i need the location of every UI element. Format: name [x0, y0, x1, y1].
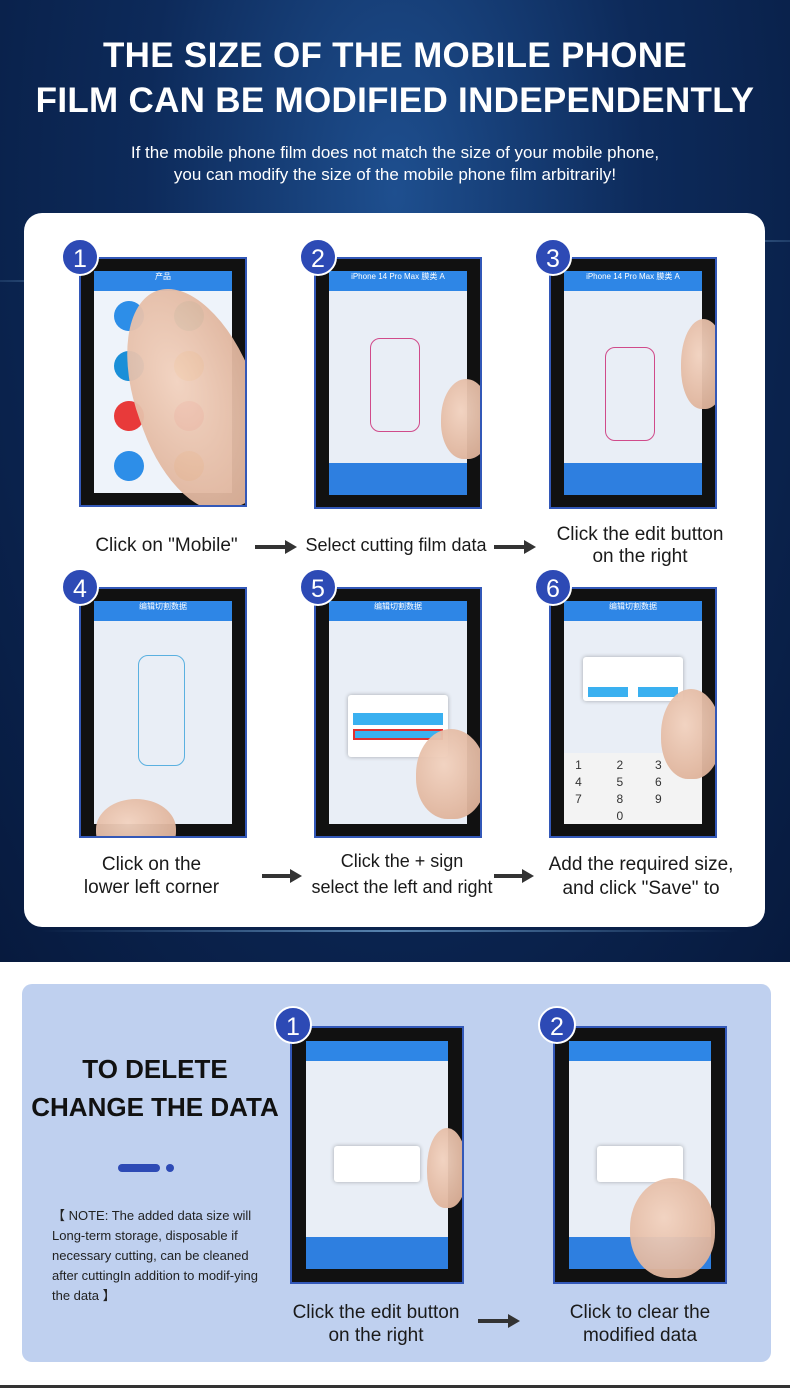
app-title-bar: iPhone 14 Pro Max 膜类 A	[329, 271, 467, 292]
step4-caption-line2: lower left corner	[83, 877, 220, 898]
hand-image	[427, 1128, 462, 1208]
page-subtitle-line1: If the mobile phone film does not match …	[130, 143, 660, 162]
key-7[interactable]: 7	[575, 792, 582, 807]
bottom-toolbar	[564, 463, 702, 495]
page-title-line1: THE SIZE OF THE MOBILE PHONE	[103, 36, 687, 75]
delete-step2-screenshot	[553, 1026, 727, 1284]
step-number-badge: 4	[61, 568, 99, 606]
cancel-button[interactable]	[588, 687, 628, 697]
key-8[interactable]: 8	[616, 792, 624, 807]
film-outline	[605, 347, 655, 441]
step-number-badge: 5	[299, 568, 337, 606]
step5-caption-line1: Click the + sign	[340, 851, 464, 871]
step3-caption-line1: Click the edit button	[556, 524, 724, 545]
step6-caption-line2: and click "Save" to	[562, 878, 720, 899]
delete-data-section: TO DELETE CHANGE THE DATA 【 NOTE: The ad…	[22, 984, 771, 1362]
hand-image	[416, 729, 480, 819]
arrow-right-icon	[494, 540, 536, 554]
edit-dialog	[334, 1145, 420, 1183]
hand-image	[661, 689, 715, 779]
arrow-right-icon	[494, 869, 534, 883]
app-title-bar: 编辑切割数据	[564, 601, 702, 622]
film-outline	[370, 338, 420, 433]
steps-card: 产品 1 iPhone 14 Pro Max 膜类 A 2 iPhone 14 …	[24, 213, 765, 927]
page-subtitle-line2: you can modify the size of the mobile ph…	[173, 165, 617, 184]
step-number-badge: 1	[274, 1006, 312, 1044]
clear-dialog	[597, 1145, 683, 1183]
app-title-bar: 产品	[94, 271, 232, 292]
arrow-right-icon	[255, 540, 297, 554]
light-streak	[40, 930, 740, 932]
delete-step2-caption-line2: modified data	[582, 1325, 698, 1346]
step-number-badge: 1	[61, 238, 99, 276]
bottom-toolbar	[329, 463, 467, 495]
step1-screenshot: 产品	[79, 257, 247, 507]
size-input-dialog	[583, 656, 683, 702]
key-6[interactable]: 6	[655, 775, 662, 790]
step6-caption-line1: Add the required size,	[548, 854, 734, 875]
note-text: 【 NOTE: The added data size will Long-te…	[52, 1208, 258, 1303]
hand-image	[441, 379, 480, 459]
step2-caption: Select cutting film data	[305, 535, 487, 555]
key-2[interactable]: 2	[616, 758, 624, 773]
delete-step1-screenshot	[290, 1026, 464, 1284]
key-3[interactable]: 3	[655, 758, 662, 773]
delete-step2-caption-line1: Click to clear the	[569, 1302, 711, 1323]
film-outline	[138, 654, 186, 766]
footer-divider	[0, 1385, 790, 1388]
delete-step1-caption-line2: on the right	[328, 1325, 424, 1346]
step2-screenshot: iPhone 14 Pro Max 膜类 A	[314, 257, 482, 509]
section-title-line2: CHANGE THE DATA	[31, 1092, 279, 1122]
app-title-bar: iPhone 14 Pro Max 膜类 A	[564, 271, 702, 292]
step3-screenshot: iPhone 14 Pro Max 膜类 A	[549, 257, 717, 509]
section-title-line1: TO DELETE	[82, 1054, 228, 1084]
hand-image	[630, 1178, 715, 1278]
step6-screenshot: 编辑切割数据 1 2 3 4 5 6 7 8 9 0	[549, 587, 717, 838]
bottom-toolbar	[305, 1237, 449, 1270]
step1-caption: Click on "Mobile"	[95, 535, 238, 556]
step5-screenshot: 编辑切割数据	[314, 587, 482, 838]
step-number-badge: 6	[534, 568, 572, 606]
step-number-badge: 3	[534, 238, 572, 276]
other-category-icon	[114, 451, 145, 482]
step-number-badge: 2	[538, 1006, 576, 1044]
arrow-right-icon	[262, 869, 302, 883]
key-4[interactable]: 4	[575, 775, 582, 790]
delete-step1-caption-line1: Click the edit button	[292, 1302, 460, 1323]
step4-screenshot: 编辑切割数据	[79, 587, 247, 838]
app-title-bar: 编辑切割数据	[329, 601, 467, 622]
key-5[interactable]: 5	[616, 775, 624, 790]
arrow-right-icon	[478, 1314, 520, 1328]
app-title-bar	[305, 1040, 449, 1062]
key-0[interactable]: 0	[616, 809, 624, 824]
key-9[interactable]: 9	[655, 792, 662, 807]
dialog-option[interactable]	[353, 713, 443, 725]
step3-caption-line2: on the right	[592, 546, 688, 567]
key-1[interactable]: 1	[575, 758, 582, 773]
step-number-badge: 2	[299, 238, 337, 276]
step4-caption-line1: Click on the	[101, 854, 202, 875]
hand-image	[681, 319, 715, 409]
app-title-bar	[568, 1040, 712, 1062]
page-title-line2: FILM CAN BE MODIFIED INDEPENDENTLY	[35, 81, 755, 120]
step5-caption-line2: select the left and right	[311, 877, 493, 897]
app-title-bar: 编辑切割数据	[94, 601, 232, 622]
save-button[interactable]	[637, 687, 678, 697]
